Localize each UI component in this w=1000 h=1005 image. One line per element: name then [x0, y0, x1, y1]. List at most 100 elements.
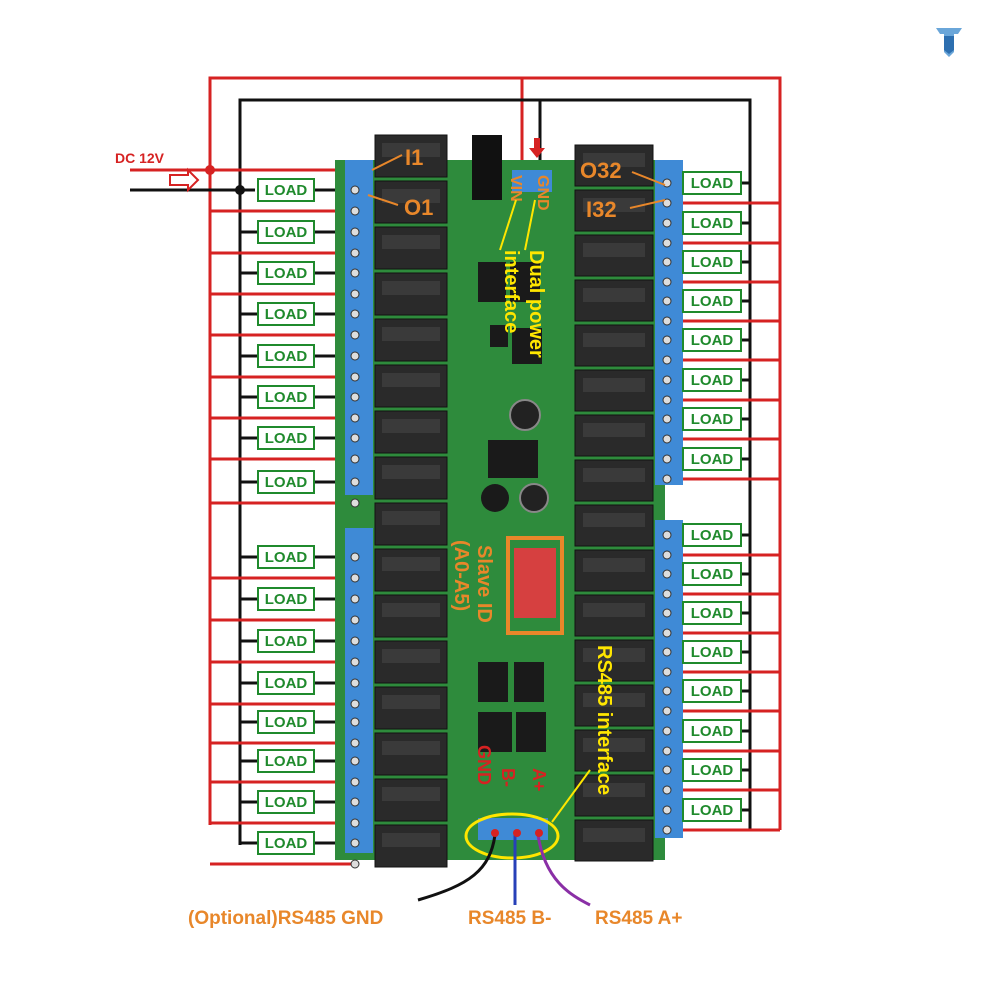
load-box: LOAD: [257, 790, 315, 814]
slave-id-range-label: (A0-A5): [450, 540, 472, 611]
ic-chip: [514, 662, 544, 702]
ic-chip: [490, 325, 508, 347]
load-wiring: [210, 181, 780, 866]
load-label: LOAD: [691, 372, 734, 389]
load-box: LOAD: [257, 385, 315, 409]
ic-chip: [512, 328, 542, 364]
load-box: LOAD: [682, 758, 742, 782]
ic-chip: [516, 712, 546, 752]
wiring: [130, 76, 782, 845]
bottom-label-rs485-a: RS485 A+: [595, 908, 683, 929]
left-terminal-block-bottom: [345, 528, 373, 853]
ic-chip: [478, 662, 508, 702]
power-terminal: [512, 170, 552, 192]
bottom-label-rs485-gnd: (Optional)RS485 GND: [188, 908, 383, 929]
load-box: LOAD: [682, 640, 742, 664]
load-label: LOAD: [265, 306, 308, 323]
load-box: LOAD: [257, 178, 315, 202]
load-box: LOAD: [257, 749, 315, 773]
relay-in-label-i1: I1: [405, 145, 423, 170]
load-box: LOAD: [682, 407, 742, 431]
load-label: LOAD: [265, 549, 308, 566]
rs485-a-terminal-label: A+: [529, 768, 549, 792]
brand-logo-icon: [936, 28, 962, 57]
rs485-b-terminal-label: B-: [498, 768, 518, 787]
load-label: LOAD: [691, 762, 734, 779]
load-label: LOAD: [265, 182, 308, 199]
load-box: LOAD: [257, 629, 315, 653]
capacitor: [519, 483, 549, 513]
load-label: LOAD: [691, 293, 734, 310]
rs485-terminal-highlight: [464, 812, 560, 860]
load-box: LOAD: [257, 671, 315, 695]
dual-power-label: Dual power: [525, 250, 547, 358]
dip-switch[interactable]: [514, 548, 556, 618]
load-label: LOAD: [691, 411, 734, 428]
load-box: LOAD: [257, 470, 315, 494]
screw-terminals: [350, 178, 672, 869]
load-label: LOAD: [691, 175, 734, 192]
rs485-gnd-terminal-label: GND: [474, 745, 494, 785]
load-box: LOAD: [682, 719, 742, 743]
load-box: LOAD: [682, 523, 742, 547]
relay-out-label-o1: O1: [404, 195, 433, 220]
interface-label: interface: [500, 250, 522, 333]
load-box: LOAD: [257, 220, 315, 244]
vin-label: VIN: [507, 175, 524, 202]
load-label: LOAD: [265, 348, 308, 365]
input-arrow-icon: [169, 167, 200, 193]
load-box: LOAD: [682, 171, 742, 195]
power-label: DC 12V: [115, 150, 165, 166]
load-box: LOAD: [257, 261, 315, 285]
load-label: LOAD: [265, 794, 308, 811]
load-label: LOAD: [265, 714, 308, 731]
load-box: LOAD: [682, 250, 742, 274]
load-label: LOAD: [691, 215, 734, 232]
rs485-cables: [417, 829, 591, 907]
load-box: LOAD: [257, 426, 315, 450]
load-box: LOAD: [682, 601, 742, 625]
load-box: LOAD: [257, 302, 315, 326]
capacitor: [509, 399, 541, 431]
load-box: LOAD: [682, 328, 742, 352]
bottom-label-rs485-b: RS485 B-: [468, 908, 551, 929]
load-box: LOAD: [682, 798, 742, 822]
load-label: LOAD: [691, 332, 734, 349]
dc-jack: [472, 135, 502, 200]
load-label: LOAD: [265, 835, 308, 852]
gnd-label: GND: [534, 175, 551, 211]
ic-chip: [510, 262, 540, 302]
relay-out-label-o32: O32: [580, 158, 622, 183]
load-box: LOAD: [682, 368, 742, 392]
slave-id-label: Slave ID: [473, 545, 495, 623]
dip-switch-highlight: [506, 536, 564, 635]
load-boxes: LOAD LOAD LOAD LOAD LOAD LOAD LOAD LOAD LOAD LOAD…: [257, 171, 742, 855]
load-label: LOAD: [691, 605, 734, 622]
load-label: LOAD: [265, 474, 308, 491]
ic-chip: [478, 262, 506, 302]
load-label: LOAD: [691, 802, 734, 819]
load-box: LOAD: [682, 289, 742, 313]
load-label: LOAD: [691, 644, 734, 661]
load-label: LOAD: [691, 723, 734, 740]
load-label: LOAD: [265, 224, 308, 241]
relay-board: [335, 134, 683, 869]
regulator: [488, 440, 538, 478]
load-label: LOAD: [265, 675, 308, 692]
load-label: LOAD: [265, 591, 308, 608]
relay-column-left: [374, 134, 448, 868]
load-label: LOAD: [691, 566, 734, 583]
down-arrow-icon: [529, 138, 545, 158]
load-box: LOAD: [257, 545, 315, 569]
load-box: LOAD: [682, 679, 742, 703]
relay-in-label-i32: I32: [586, 197, 617, 222]
load-box: LOAD: [257, 710, 315, 734]
rs485-interface-label: RS485 interface: [593, 645, 615, 795]
load-box: LOAD: [257, 831, 315, 855]
ic-chip: [478, 712, 512, 752]
load-box: LOAD: [257, 587, 315, 611]
load-label: LOAD: [691, 451, 734, 468]
load-label: LOAD: [265, 430, 308, 447]
